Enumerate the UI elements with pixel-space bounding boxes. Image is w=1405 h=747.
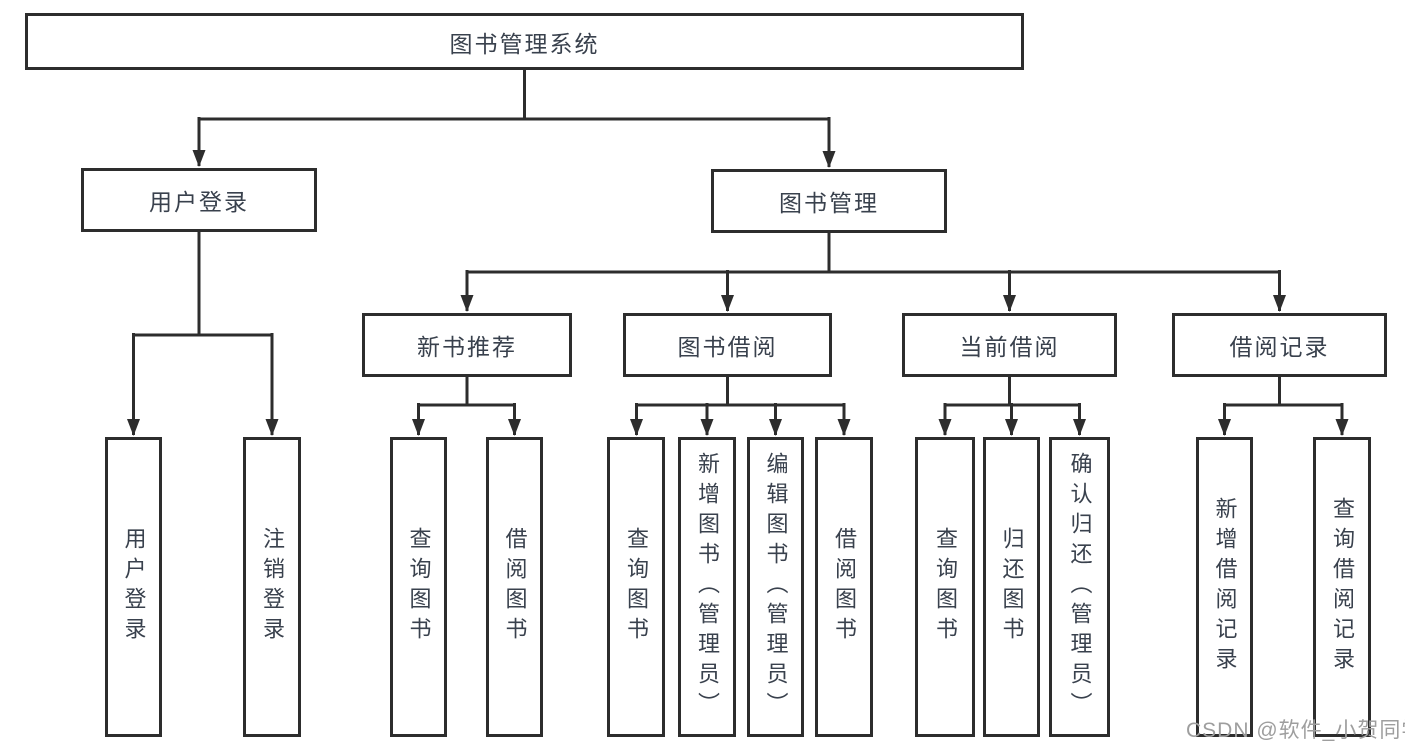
node-new-book-recommend: 新书推荐: [362, 313, 572, 377]
leaf-borrow-book-recommend: 借阅图书: [486, 437, 543, 737]
csdn-watermark: CSDN @软件_小贺同学: [1186, 719, 1405, 742]
leaf-add-borrow-record: 新增借阅记录: [1196, 437, 1253, 737]
leaf-user-login: 用户登录: [105, 437, 162, 737]
leaf-query-books-borrowing: 查询图书: [607, 437, 665, 737]
leaf-query-borrow-record: 查询借阅记录: [1313, 437, 1371, 737]
leaf-query-books-recommend: 查询图书: [390, 437, 447, 737]
leaf-query-books-current: 查询图书: [915, 437, 975, 737]
node-book-management: 图书管理: [711, 169, 947, 233]
leaf-confirm-return-admin: 确认归还（管理员）: [1049, 437, 1110, 737]
leaf-edit-book-admin: 编辑图书（管理员）: [747, 437, 804, 737]
node-user-login: 用户登录: [81, 168, 317, 232]
leaf-return-book: 归还图书: [983, 437, 1040, 737]
node-root-library-system: 图书管理系统: [25, 13, 1024, 70]
leaf-add-book-admin: 新增图书（管理员）: [678, 437, 736, 737]
node-book-borrowing: 图书借阅: [623, 313, 832, 377]
node-borrow-records: 借阅记录: [1172, 313, 1387, 377]
node-current-borrowing: 当前借阅: [902, 313, 1117, 377]
leaf-logout: 注销登录: [243, 437, 301, 737]
leaf-borrow-book: 借阅图书: [815, 437, 873, 737]
